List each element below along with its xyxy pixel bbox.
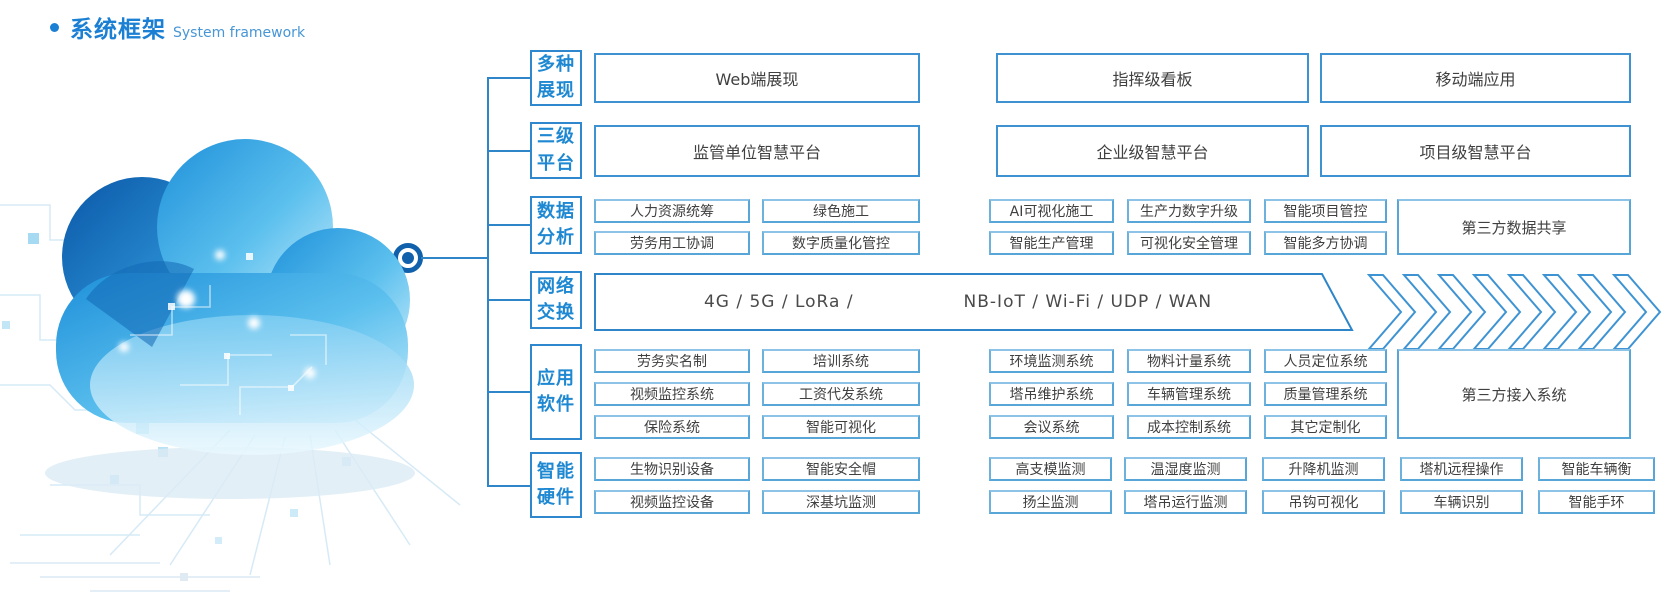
connector-stub bbox=[489, 485, 530, 487]
box-material-metering-system: 物料计量系统 bbox=[1127, 349, 1251, 373]
chevron-arrow-icon bbox=[1366, 274, 1662, 350]
box-dust-monitoring: 扬尘监测 bbox=[989, 490, 1112, 514]
box-smart-production-mgmt: 智能生产管理 bbox=[989, 231, 1114, 255]
box-third-party-access-system: 第三方接入系统 bbox=[1397, 349, 1631, 439]
box-command-dashboard: 指挥级看板 bbox=[996, 53, 1309, 103]
box-smart-vehicle-scale: 智能车辆衡 bbox=[1538, 457, 1655, 481]
connector-trunk-line bbox=[487, 77, 489, 487]
box-vehicle-mgmt-system: 车辆管理系统 bbox=[1127, 382, 1251, 406]
box-cost-control-system: 成本控制系统 bbox=[1127, 415, 1251, 439]
network-protocols-left: 4G / 5G / LoRa / bbox=[703, 292, 854, 312]
box-visual-safety-mgmt: 可视化安全管理 bbox=[1127, 231, 1251, 255]
box-productivity-upgrade: 生产力数字升级 bbox=[1127, 199, 1251, 223]
box-smart-project-control: 智能项目管控 bbox=[1264, 199, 1387, 223]
box-ai-visual-construction: AI可视化施工 bbox=[989, 199, 1114, 223]
box-green-construction: 绿色施工 bbox=[762, 199, 920, 223]
box-environment-monitor-system: 环境监测系统 bbox=[989, 349, 1114, 373]
box-formwork-monitoring: 高支模监测 bbox=[989, 457, 1112, 481]
cloud-illustration bbox=[0, 139, 461, 576]
box-quality-mgmt-system: 质量管理系统 bbox=[1264, 382, 1387, 406]
connector-stub bbox=[489, 391, 530, 393]
category-multi-display: 多种展现 bbox=[530, 50, 582, 106]
category-data-analysis: 数据分析 bbox=[530, 196, 582, 254]
category-network-exchange: 网络交换 bbox=[530, 271, 582, 329]
glow-dots bbox=[119, 250, 316, 379]
network-arrow-band bbox=[594, 273, 1662, 350]
box-digital-quality-control: 数字质量化管控 bbox=[762, 231, 920, 255]
box-video-monitor-system: 视频监控系统 bbox=[594, 382, 750, 406]
circuit-node-dots bbox=[168, 253, 294, 391]
box-tower-crane-maintenance-system: 塔吊维护系统 bbox=[989, 382, 1114, 406]
box-smart-multiparty-coordination: 智能多方协调 bbox=[1264, 231, 1387, 255]
box-hook-visualization: 吊钩可视化 bbox=[1262, 490, 1385, 514]
box-hoist-monitoring: 升降机监测 bbox=[1262, 457, 1385, 481]
box-biometric-device: 生物识别设备 bbox=[594, 457, 750, 481]
box-other-customization: 其它定制化 bbox=[1264, 415, 1387, 439]
box-meeting-system: 会议系统 bbox=[989, 415, 1114, 439]
box-training-system: 培训系统 bbox=[762, 349, 920, 373]
box-third-party-data-sharing: 第三方数据共享 bbox=[1397, 199, 1631, 255]
footer-circuit-fade bbox=[10, 562, 260, 592]
box-enterprise-platform: 企业级智慧平台 bbox=[996, 125, 1309, 177]
connector-stub bbox=[489, 224, 530, 226]
network-protocols-right: NB-IoT / Wi-Fi / UDP / WAN bbox=[963, 292, 1213, 312]
category-application-software: 应用软件 bbox=[530, 344, 582, 440]
connector-stub bbox=[489, 150, 530, 152]
box-deep-pit-monitoring: 深基坑监测 bbox=[762, 490, 920, 514]
title-english: System framework bbox=[173, 25, 306, 41]
box-tower-crane-remote: 塔机远程操作 bbox=[1400, 457, 1523, 481]
category-smart-hardware: 智能硬件 bbox=[530, 452, 582, 518]
connector-stub bbox=[489, 77, 530, 79]
bullet-icon bbox=[50, 22, 59, 32]
box-mobile-app: 移动端应用 bbox=[1320, 53, 1631, 103]
box-regulator-platform: 监管单位智慧平台 bbox=[594, 125, 920, 177]
box-temp-humidity-monitoring: 温湿度监测 bbox=[1124, 457, 1247, 481]
box-smart-wristband: 智能手环 bbox=[1538, 490, 1655, 514]
box-hr-planning: 人力资源统筹 bbox=[594, 199, 750, 223]
connector-node-line bbox=[421, 257, 488, 259]
box-vehicle-recognition: 车辆识别 bbox=[1400, 490, 1523, 514]
box-smart-visualization: 智能可视化 bbox=[762, 415, 920, 439]
page-title: 系统框架 System framework bbox=[50, 10, 305, 44]
box-project-platform: 项目级智慧平台 bbox=[1320, 125, 1631, 177]
box-labor-coordination: 劳务用工协调 bbox=[594, 231, 750, 255]
box-tower-crane-operation-monitoring: 塔吊运行监测 bbox=[1124, 490, 1247, 514]
network-protocols: 4G / 5G / LoRa / NB-IoT / Wi-Fi / UDP / … bbox=[594, 274, 1322, 330]
box-insurance-system: 保险系统 bbox=[594, 415, 750, 439]
box-smart-helmet: 智能安全帽 bbox=[762, 457, 920, 481]
title-chinese: 系统框架 bbox=[70, 17, 166, 43]
box-labor-real-name: 劳务实名制 bbox=[594, 349, 750, 373]
box-payroll-system: 工资代发系统 bbox=[762, 382, 920, 406]
connector-stub bbox=[489, 299, 530, 301]
box-web-display: Web端展现 bbox=[594, 53, 920, 103]
box-personnel-positioning-system: 人员定位系统 bbox=[1264, 349, 1387, 373]
category-three-level-platform: 三级平台 bbox=[530, 122, 582, 179]
box-video-monitor-device: 视频监控设备 bbox=[594, 490, 750, 514]
